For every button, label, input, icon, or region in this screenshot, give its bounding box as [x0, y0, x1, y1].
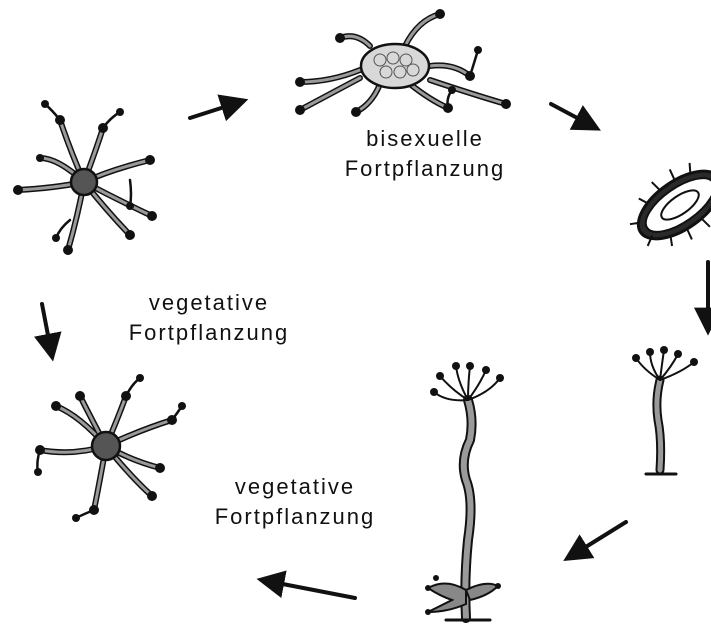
stalk-organism-large: [425, 362, 504, 620]
label-bisexual-line2: Fortpflanzung: [320, 154, 530, 184]
label-bisexual-reproduction: bisexuelle Fortpflanzung: [320, 124, 530, 184]
label-veg-lower-line2: Fortpflanzung: [190, 502, 400, 532]
star-organism-top: [13, 100, 157, 255]
stalk-organism-small: [632, 346, 698, 474]
label-bisexual-line1: bisexuelle: [320, 124, 530, 154]
zygote-cyst: [617, 147, 711, 264]
arrow-to-bisexual: [190, 101, 243, 118]
arrow-down-left: [568, 522, 626, 558]
arrow-left-bottom: [262, 580, 355, 598]
label-veg-lower-line1: vegetative: [190, 472, 400, 502]
star-organism-bottom: [34, 374, 186, 522]
label-vegetative-reproduction-lower: vegetative Fortpflanzung: [190, 472, 400, 532]
bisexual-organism: [295, 9, 511, 117]
arrow-to-zygote: [551, 104, 596, 128]
label-vegetative-reproduction-upper: vegetative Fortpflanzung: [104, 288, 314, 348]
label-veg-upper-line2: Fortpflanzung: [104, 318, 314, 348]
label-veg-upper-line1: vegetative: [104, 288, 314, 318]
arrow-down-left-side: [42, 304, 52, 356]
